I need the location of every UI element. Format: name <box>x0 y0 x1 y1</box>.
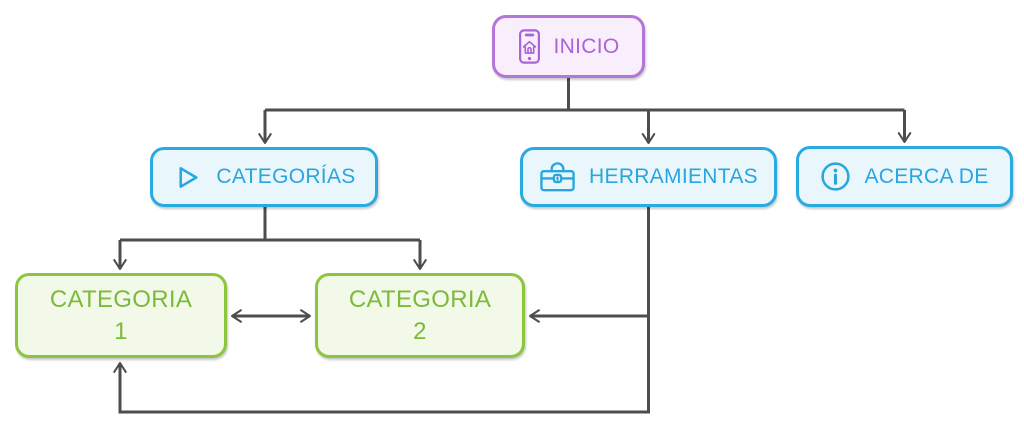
smartphone-home-icon <box>518 28 541 65</box>
node-categoria-2-label: CATEGORIA 2 <box>348 286 492 345</box>
node-categoria-1: CATEGORIA 1 <box>15 273 227 358</box>
node-categorias-label: CATEGORÍAS <box>216 165 356 188</box>
node-acerca-de-label: ACERCA DE <box>864 164 989 188</box>
node-herramientas: HERRAMIENTAS <box>520 147 777 207</box>
node-categoria-2: CATEGORIA 2 <box>315 273 525 358</box>
node-herramientas-label: HERRAMIENTAS <box>589 165 758 188</box>
edge-categorias-trunk <box>120 207 420 242</box>
play-icon <box>172 162 203 193</box>
toolbox-icon <box>539 161 576 193</box>
edge-inicio-trunk <box>265 78 905 112</box>
edge-herramientas-categoria-1 <box>113 207 650 414</box>
node-inicio: INICIO <box>492 15 645 78</box>
node-categorias: CATEGORÍAS <box>150 147 378 207</box>
node-inicio-label: INICIO <box>553 34 620 58</box>
node-categoria-1-label: CATEGORIA 1 <box>49 286 193 345</box>
node-acerca-de: ACERCA DE <box>796 146 1013 207</box>
info-circle-icon <box>820 161 851 192</box>
